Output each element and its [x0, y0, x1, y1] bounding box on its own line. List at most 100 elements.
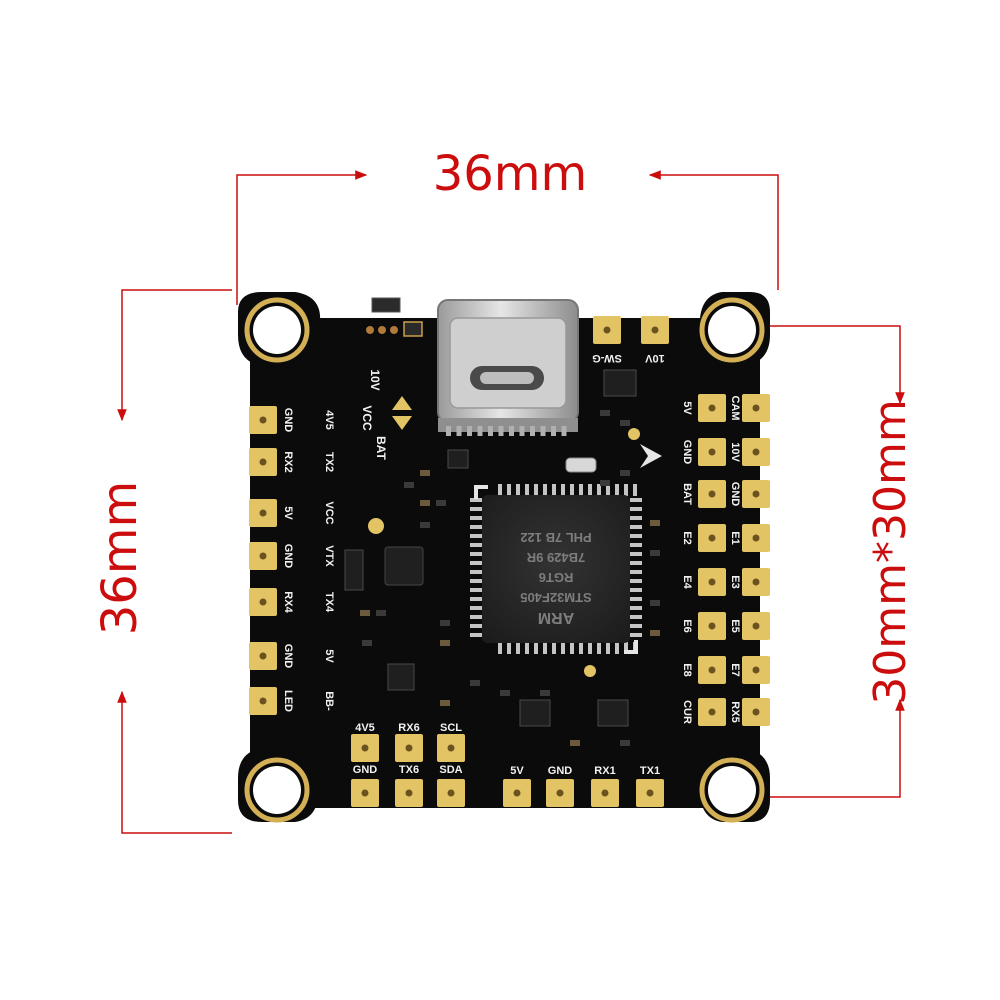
label-vertical-2: BAT	[374, 436, 388, 460]
mounting-hole-bottom-left	[244, 757, 310, 823]
label-right-outer-4: E3	[729, 575, 741, 588]
pad-bottom-right-2	[591, 779, 619, 807]
label-left-inner-4: TX4	[323, 592, 335, 613]
label-left-outer-1: RX2	[282, 451, 294, 472]
label-bottom-right-0: 5V	[510, 765, 524, 777]
mount-dimension-bottom	[742, 698, 905, 798]
label-left-inner-5: 5V	[323, 649, 335, 663]
label-left-inner-2: VCC	[323, 501, 335, 524]
pad-bottom-right-3	[636, 779, 664, 807]
pad-bottom-top-2	[437, 734, 465, 762]
pad-right-inner-2	[698, 480, 726, 508]
pad-bottom-right-0	[503, 779, 531, 807]
solder-pads	[249, 316, 770, 807]
pad-bottom-bottom-2	[437, 779, 465, 807]
pad-right-outer-3	[742, 524, 770, 552]
label-left-inner-6: BB-	[323, 691, 335, 711]
label-bottom-right-3: TX1	[640, 765, 660, 777]
height-label: 36mm	[92, 481, 148, 636]
pad-bottom-bottom-1	[395, 779, 423, 807]
pad-right-inner-4	[698, 568, 726, 596]
pad-bottom-bottom-0	[351, 779, 379, 807]
mcu-marking-0: ARM	[538, 609, 574, 626]
pad-top-1	[641, 316, 669, 344]
pad-left-led-6	[249, 687, 277, 715]
pad-right-inner-7	[698, 698, 726, 726]
pad-right-outer-5	[742, 612, 770, 640]
mcu-marking-2: RGT6	[539, 570, 574, 585]
label-bottom-bottom-2: SDA	[439, 764, 462, 776]
pad-left-rx4-4	[249, 588, 277, 616]
pad-bottom-top-0	[351, 734, 379, 762]
label-left-outer-4: RX4	[282, 591, 294, 613]
pad-right-inner-6	[698, 656, 726, 684]
label-vertical-1: VCC	[360, 405, 374, 431]
solder-bridge-bottom	[392, 416, 412, 430]
mounting-hole-top-right	[699, 297, 765, 363]
label-left-outer-5: GND	[282, 644, 294, 669]
label-bottom-right-2: RX1	[594, 765, 615, 777]
label-left-outer-2: 5V	[282, 506, 294, 520]
width-label: 36mm	[433, 146, 588, 202]
mcu-marking-1: STM32F405	[520, 590, 592, 605]
label-bottom-top-1: RX6	[398, 722, 419, 734]
label-left-outer-3: GND	[282, 544, 294, 569]
orientation-arrow	[640, 444, 662, 468]
pad-bottom-right-1	[546, 779, 574, 807]
pad-right-inner-3	[698, 524, 726, 552]
pad-left-gnd-5	[249, 642, 277, 670]
label-bottom-right-1: GND	[548, 765, 573, 777]
test-pad	[368, 518, 384, 534]
width-dimension-left	[236, 170, 368, 305]
label-right-outer-1: 10V	[729, 442, 741, 462]
width-dimension-right	[648, 170, 779, 290]
mcu-marking-4: PHL 7B 122	[520, 530, 591, 545]
label-right-outer-5: E5	[729, 619, 741, 632]
pad-right-outer-4	[742, 568, 770, 596]
mount-label: 30mm*30mm	[865, 399, 916, 704]
label-left-outer-6: LED	[282, 690, 294, 712]
pad-right-inner-0	[698, 394, 726, 422]
crystal	[565, 457, 597, 473]
pad-bottom-top-1	[395, 734, 423, 762]
pad-right-inner-5	[698, 612, 726, 640]
label-vertical-0: 10V	[368, 369, 382, 390]
pad-left-gnd-3	[249, 542, 277, 570]
mount-dimension-top	[742, 325, 905, 405]
switch-component	[371, 297, 401, 313]
label-right-inner-3: E2	[681, 531, 693, 544]
label-right-outer-2: GND	[729, 482, 741, 507]
dimension-lines	[117, 170, 905, 834]
label-right-inner-6: E8	[681, 663, 693, 676]
label-bottom-top-2: SCL	[440, 722, 462, 734]
label-top-0: SW-G	[592, 352, 622, 364]
solder-bridge-top	[392, 396, 412, 410]
label-right-outer-0: CAM	[729, 395, 741, 420]
pad-left-5v-2	[249, 499, 277, 527]
label-right-inner-1: GND	[681, 440, 693, 465]
label-bottom-bottom-1: TX6	[399, 764, 419, 776]
label-left-inner-3: VTX	[323, 545, 335, 567]
label-top-1: 10V	[645, 352, 665, 364]
label-left-inner-1: TX2	[323, 452, 335, 472]
label-right-outer-7: RX5	[729, 701, 741, 722]
label-left-inner-0: 4V5	[323, 410, 335, 430]
label-right-outer-6: E7	[729, 663, 741, 676]
mounting-hole-top-left	[244, 297, 310, 363]
label-right-inner-7: CUR	[681, 700, 693, 724]
label-right-inner-2: BAT	[681, 483, 693, 505]
pad-right-outer-7	[742, 698, 770, 726]
pad-left-gnd-0	[249, 406, 277, 434]
label-right-outer-3: E1	[729, 531, 741, 544]
gyro-chip	[384, 546, 424, 586]
pad-right-outer-6	[742, 656, 770, 684]
height-dimension-top	[117, 289, 232, 422]
label-bottom-top-0: 4V5	[355, 722, 375, 734]
pad-right-outer-0	[742, 394, 770, 422]
usb-c-connector	[437, 299, 579, 436]
label-left-outer-0: GND	[282, 408, 294, 433]
